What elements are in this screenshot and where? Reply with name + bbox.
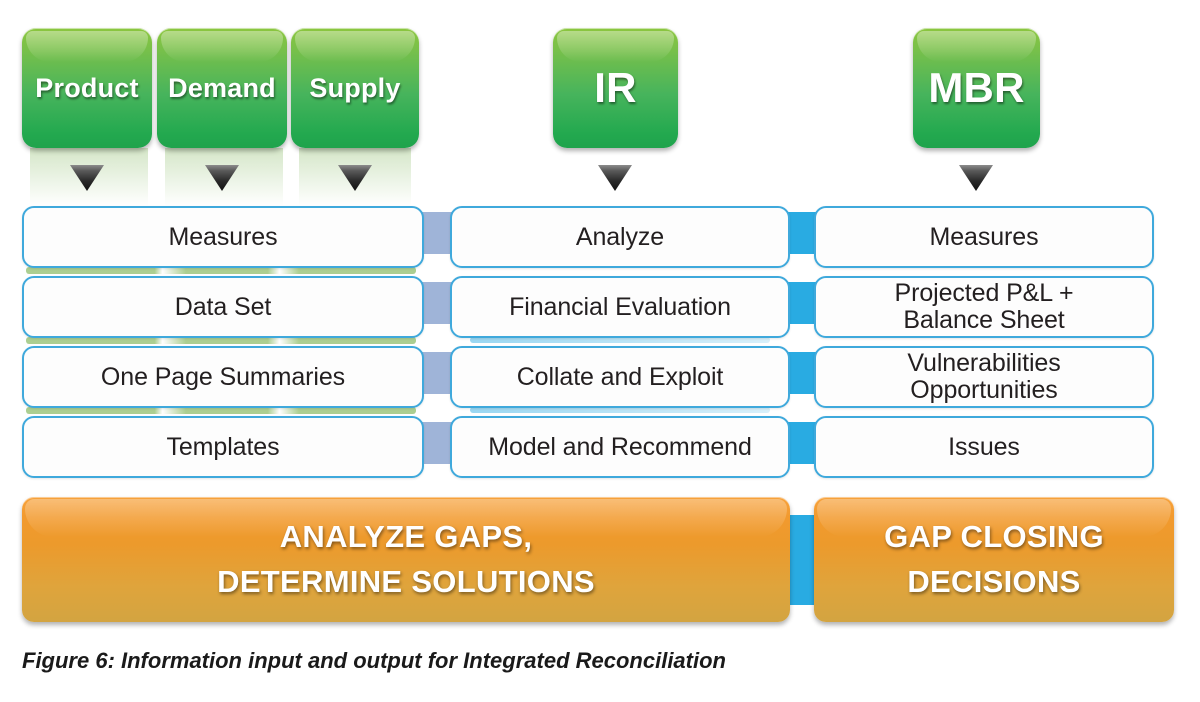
row-separator-mid-2 bbox=[470, 407, 770, 413]
row-separator-left-2 bbox=[26, 337, 416, 344]
source-box-supply[interactable]: Supply bbox=[291, 28, 419, 148]
row-separator-left-1 bbox=[26, 267, 416, 274]
process-cell-2-label: Financial Evaluation bbox=[509, 292, 731, 321]
source-label-mbr: MBR bbox=[928, 64, 1025, 111]
summary-bar-analyze-gaps-label: ANALYZE GAPS, DETERMINE SOLUTIONS bbox=[217, 519, 595, 599]
output-cell-3[interactable]: Vulnerabilities Opportunities bbox=[814, 346, 1154, 408]
input-cell-4[interactable]: Templates bbox=[22, 416, 424, 478]
source-label-ir: IR bbox=[594, 64, 637, 111]
output-cell-3-label: Vulnerabilities Opportunities bbox=[907, 349, 1061, 404]
output-cell-4-label: Issues bbox=[948, 432, 1020, 461]
output-cell-4[interactable]: Issues bbox=[814, 416, 1154, 478]
summary-bar-gap-closing[interactable]: GAP CLOSING DECISIONS bbox=[814, 497, 1174, 622]
process-cell-2[interactable]: Financial Evaluation bbox=[450, 276, 790, 338]
row-separator-mid-1 bbox=[470, 337, 770, 343]
input-cell-2-label: Data Set bbox=[174, 292, 272, 321]
source-box-demand[interactable]: Demand bbox=[157, 28, 287, 148]
source-box-mbr[interactable]: MBR bbox=[913, 28, 1040, 148]
process-cell-1-label: Analyze bbox=[575, 222, 665, 251]
input-cell-1[interactable]: Measures bbox=[22, 206, 424, 268]
input-cell-2[interactable]: Data Set bbox=[22, 276, 424, 338]
output-cell-2-label: Projected P&L + Balance Sheet bbox=[894, 279, 1074, 334]
source-box-ir[interactable]: IR bbox=[553, 28, 678, 148]
source-label-supply: Supply bbox=[309, 72, 401, 103]
output-cell-1-label: Measures bbox=[929, 222, 1039, 251]
summary-bar-gap-closing-label: GAP CLOSING DECISIONS bbox=[884, 519, 1104, 599]
source-label-product: Product bbox=[35, 72, 139, 103]
process-cell-3[interactable]: Collate and Exploit bbox=[450, 346, 790, 408]
output-cell-2[interactable]: Projected P&L + Balance Sheet bbox=[814, 276, 1154, 338]
figure-caption: Figure 6: Information input and output f… bbox=[22, 648, 726, 673]
process-cell-4-label: Model and Recommend bbox=[488, 432, 752, 461]
row-separator-left-3 bbox=[26, 407, 416, 414]
source-box-product[interactable]: Product bbox=[22, 28, 152, 148]
input-cell-3[interactable]: One Page Summaries bbox=[22, 346, 424, 408]
process-cell-4[interactable]: Model and Recommend bbox=[450, 416, 790, 478]
input-cell-3-label: One Page Summaries bbox=[100, 362, 346, 391]
input-cell-1-label: Measures bbox=[168, 222, 278, 251]
summary-bar-analyze-gaps[interactable]: ANALYZE GAPS, DETERMINE SOLUTIONS bbox=[22, 497, 790, 622]
source-label-demand: Demand bbox=[168, 72, 276, 103]
output-cell-1[interactable]: Measures bbox=[814, 206, 1154, 268]
process-cell-3-label: Collate and Exploit bbox=[516, 362, 724, 391]
connector-bars bbox=[786, 515, 818, 605]
process-cell-1[interactable]: Analyze bbox=[450, 206, 790, 268]
input-cell-4-label: Templates bbox=[166, 432, 280, 461]
